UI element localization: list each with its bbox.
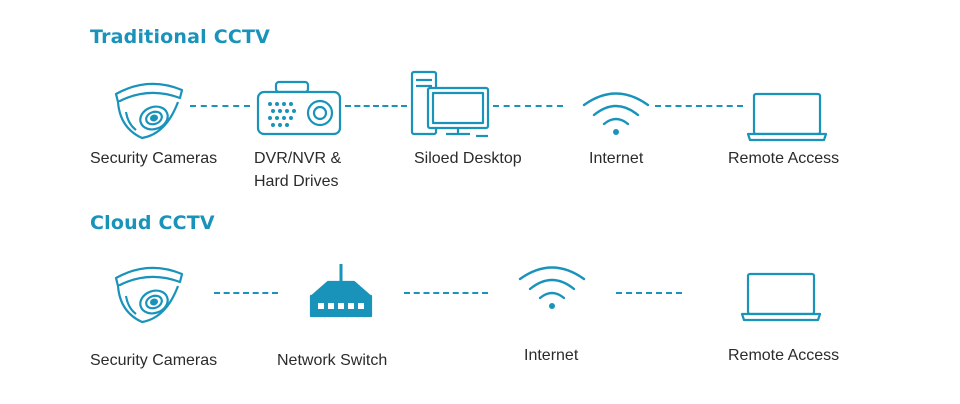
node-label: DVR/NVR & <box>254 150 342 167</box>
node-label: Internet <box>524 347 579 364</box>
laptop-icon <box>746 92 828 142</box>
node-label: Network Switch <box>277 352 388 369</box>
node-label: Internet <box>589 150 644 167</box>
node-label: Security Cameras <box>90 352 218 369</box>
node-label: Hard Drives <box>254 173 339 190</box>
traditional-cctv-title: Traditional CCTV <box>90 26 271 48</box>
cloud-cctv-title: Cloud CCTV <box>90 212 215 234</box>
wifi-icon <box>516 262 588 312</box>
desktop-computer-icon <box>410 70 492 140</box>
connector-line <box>655 105 743 107</box>
laptop-icon <box>740 272 822 322</box>
dome-camera-icon <box>108 258 188 328</box>
network-switch-icon <box>308 262 374 320</box>
wifi-icon <box>580 88 652 138</box>
connector-line <box>493 105 563 107</box>
connector-line <box>404 292 488 294</box>
node-label: Remote Access <box>728 347 840 364</box>
connector-line <box>214 292 278 294</box>
node-label: Siloed Desktop <box>414 150 522 167</box>
dome-camera-icon <box>108 74 188 144</box>
connector-line <box>616 292 682 294</box>
node-label: Remote Access <box>728 150 840 167</box>
connector-line <box>345 105 407 107</box>
dvr-recorder-icon <box>256 80 342 136</box>
node-label: Security Cameras <box>90 150 218 167</box>
connector-line <box>190 105 250 107</box>
